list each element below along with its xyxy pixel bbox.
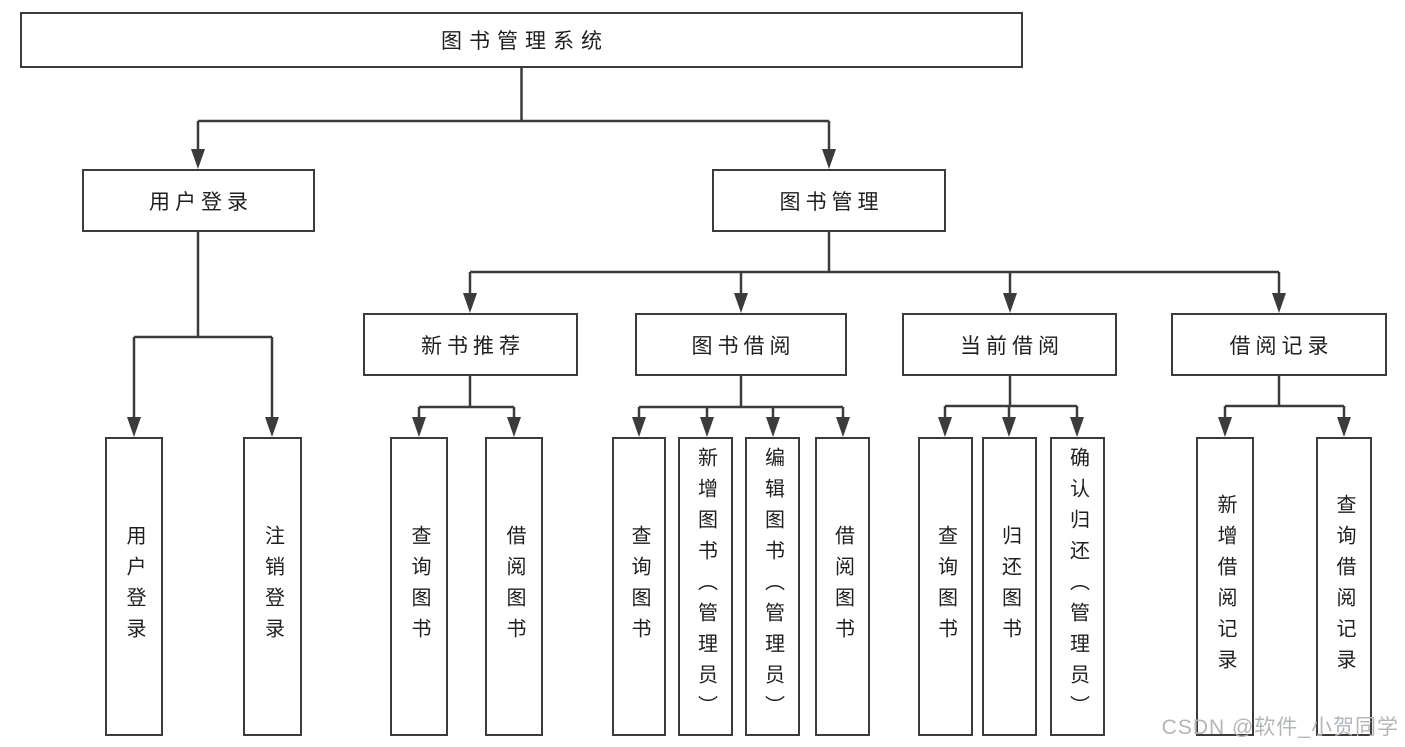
leaf-query-books-current: 查询图书 <box>918 437 973 736</box>
leaf-add-borrow-record: 新增借阅记录 <box>1196 437 1254 736</box>
leaf-add-books-admin: 新增图书（管理员） <box>678 437 733 736</box>
arrowhead-icons <box>127 149 1351 437</box>
node-book-borrowing: 图书借阅 <box>635 313 847 376</box>
node-borrowing-records: 借阅记录 <box>1171 313 1387 376</box>
leaf-query-books-recommend: 查询图书 <box>390 437 448 736</box>
leaf-borrow-books-recommend: 借阅图书 <box>485 437 543 736</box>
node-current-borrowing: 当前借阅 <box>902 313 1117 376</box>
leaf-query-books-borrow: 查询图书 <box>612 437 666 736</box>
node-library-management-system: 图书管理系统 <box>20 12 1023 68</box>
leaf-confirm-return-admin: 确认归还（管理员） <box>1050 437 1105 736</box>
csdn-watermark: CSDN @软件_小贺同学 <box>1161 716 1399 739</box>
leaf-borrow-books: 借阅图书 <box>815 437 870 736</box>
leaf-logout: 注销登录 <box>243 437 302 736</box>
leaf-user-login: 用户登录 <box>105 437 163 736</box>
leaf-query-borrow-record: 查询借阅记录 <box>1316 437 1372 736</box>
leaf-edit-books-admin: 编辑图书（管理员） <box>745 437 800 736</box>
node-book-management: 图书管理 <box>712 169 946 232</box>
node-new-book-recommendation: 新书推荐 <box>363 313 578 376</box>
leaf-return-books: 归还图书 <box>982 437 1037 736</box>
node-user-login: 用户登录 <box>82 169 315 232</box>
